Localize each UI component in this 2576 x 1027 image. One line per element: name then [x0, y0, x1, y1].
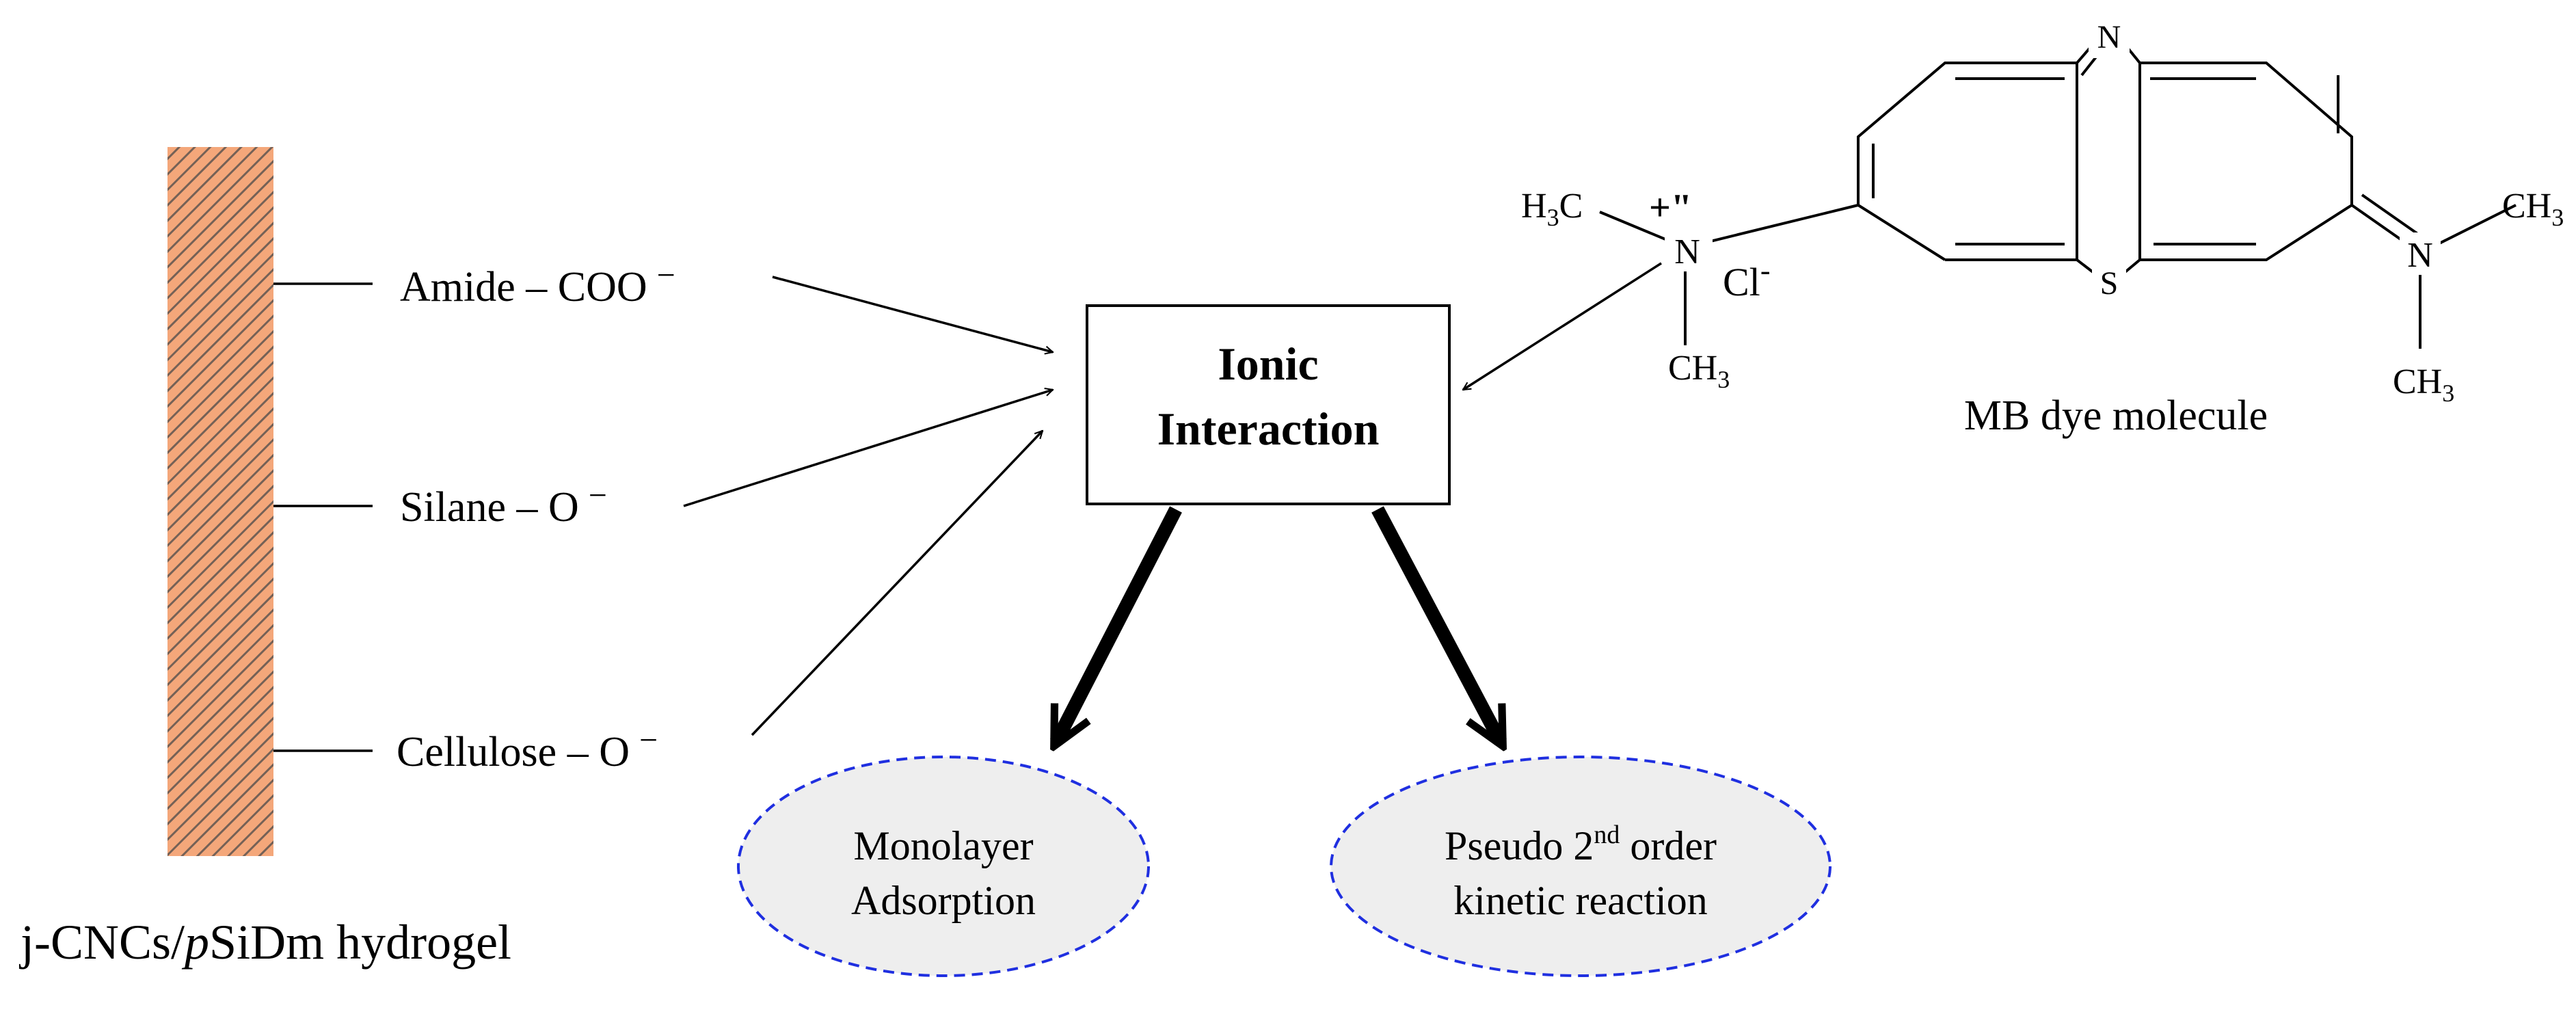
- methyl-right-top: CH3: [2502, 187, 2564, 231]
- atom-n-top: N: [2097, 19, 2121, 55]
- atom-s: S: [2100, 265, 2119, 302]
- hydrogel-caption: j-CNCs/pSiDm hydrogel: [18, 915, 511, 970]
- outcome-pseudo-second-order: Pseudo 2nd order kinetic reaction: [1330, 756, 1832, 977]
- outcome-arrows: [1056, 506, 1501, 742]
- mb-dye-caption: MB dye molecule: [1964, 392, 2268, 439]
- group-label-cellulose: Cellulose – O−: [397, 722, 658, 775]
- methyl-right-bottom: CH3: [2393, 362, 2454, 407]
- bar-connectors: [273, 282, 373, 752]
- outcome-monolayer-line2: Adsorption: [851, 878, 1036, 923]
- group-label-silane: Silane – O−: [400, 477, 607, 531]
- chloride-ion: Cl-: [1723, 254, 1770, 304]
- outcome-monolayer: Monolayer Adsorption: [737, 756, 1150, 977]
- ionic-interaction-line2: Interaction: [1157, 403, 1380, 455]
- ionic-interaction-box: Ionic Interaction: [1086, 304, 1451, 505]
- atom-n-right: N: [2407, 236, 2433, 275]
- outcome-monolayer-line1: Monolayer: [853, 823, 1033, 868]
- methyl-bottom-left: CH3: [1668, 349, 1730, 393]
- hydrogel-bar: [167, 147, 273, 856]
- group-label-amide: Amide – COO−: [400, 257, 675, 310]
- outcome-pseudo-line1: Pseudo 2nd order: [1445, 821, 1717, 868]
- ionic-interaction-line1: Ionic: [1218, 338, 1318, 390]
- mb-atom-labels: N S N N H3C CH3 CH3 CH3 +" Cl-: [1521, 17, 2564, 407]
- group-to-box-arrows: [683, 262, 1662, 736]
- methyl-top-left: H3C: [1521, 187, 1583, 231]
- atom-n-left: N: [1674, 232, 1700, 271]
- charge-plus: +": [1649, 187, 1692, 229]
- outcome-pseudo-line2: kinetic reaction: [1453, 878, 1707, 923]
